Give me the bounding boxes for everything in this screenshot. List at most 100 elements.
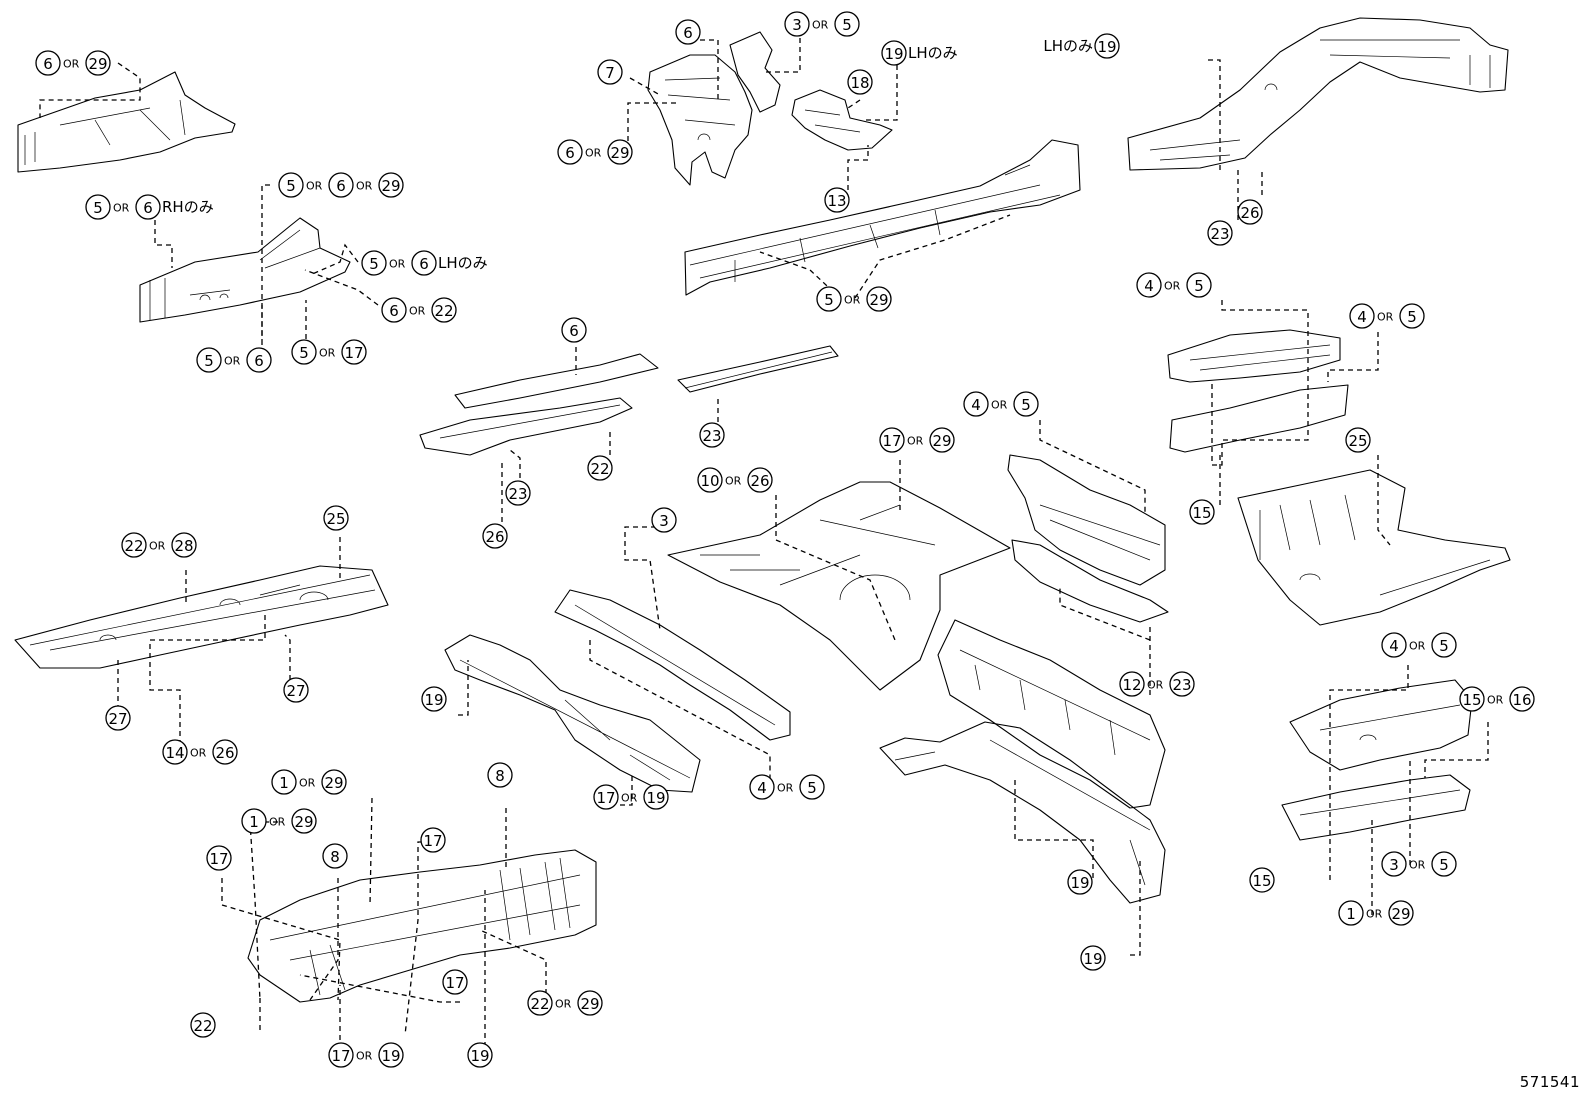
callout-number: 1 [249, 813, 259, 831]
callout-or-text: OR [113, 202, 130, 215]
rear-floor-side-member [444, 634, 701, 793]
callout-or-text: OR [1164, 280, 1181, 293]
callout-number: 6 [419, 255, 429, 273]
callout-number: 5 [1021, 396, 1031, 414]
rear-floor-crossmember [937, 619, 1166, 809]
callout-circle [420, 827, 446, 853]
floor-side-bracket [791, 89, 893, 151]
callout-or-text: OR [319, 347, 336, 360]
callout-circle [482, 523, 508, 549]
callout-or-text: OR [585, 147, 602, 160]
callout: 7 [597, 59, 623, 85]
callout-circle [378, 1042, 404, 1068]
callout-circle [1094, 33, 1120, 59]
callout-number: 17 [445, 974, 464, 992]
callout: 25 [1345, 427, 1371, 453]
callout-circle [824, 187, 850, 213]
callout-number: 26 [485, 528, 504, 546]
callout-number: 27 [108, 710, 127, 728]
rear-crossmember-upper [1167, 329, 1341, 383]
callout-note: RHのみ [162, 198, 214, 216]
callout-number: 26 [1240, 204, 1259, 222]
callout-circle [527, 990, 553, 1016]
callout: 23 [1207, 220, 1233, 246]
floor-panel-reinforcement-lower [419, 397, 633, 456]
callout-number: 26 [750, 472, 769, 490]
callout-circle [431, 297, 457, 323]
callout-note: LHのみ [908, 44, 958, 62]
callout: 6 [675, 19, 701, 45]
callout-circle [212, 739, 238, 765]
callout-circle [577, 990, 603, 1016]
callout-or-text: OR [777, 782, 794, 795]
callout-circle [135, 194, 161, 220]
callout-circle [1381, 851, 1407, 877]
callout-number: 12 [1122, 676, 1141, 694]
callout-number: 13 [827, 192, 846, 210]
callout-circle [557, 139, 583, 165]
callout-number: 29 [932, 432, 951, 450]
callout-circle [322, 843, 348, 869]
callout: 19 [1067, 869, 1093, 895]
callout-circle [643, 784, 669, 810]
callout-circle [442, 969, 468, 995]
callout-circle [328, 1042, 354, 1068]
callout-circle [675, 19, 701, 45]
callout-circle [283, 677, 309, 703]
callout-number: 15 [1192, 504, 1211, 522]
callout-number: 23 [508, 485, 527, 503]
callout-circle [487, 762, 513, 788]
callout-number: 19 [470, 1047, 489, 1065]
callout-note: LHのみ [438, 254, 488, 272]
callout-circle [1349, 303, 1375, 329]
callout-or-text: OR [356, 180, 373, 193]
callout-circle [1136, 272, 1162, 298]
callout-number: 29 [869, 291, 888, 309]
rocker-panel [684, 139, 1081, 296]
callout-or-text: OR [409, 305, 426, 318]
callout-number: 19 [884, 45, 903, 63]
callout-circle [467, 1042, 493, 1068]
callout-number: 19 [381, 1047, 400, 1065]
callout-circle [593, 784, 619, 810]
callout-circle [651, 507, 677, 533]
callout-circle [879, 427, 905, 453]
callout-number: 5 [1407, 308, 1417, 326]
callout: 23 [505, 480, 531, 506]
callout-number: 19 [1070, 874, 1089, 892]
callout-circle [171, 532, 197, 558]
callout-number: 5 [299, 344, 309, 362]
callout-circle [1237, 199, 1263, 225]
callout-or-text: OR [812, 19, 829, 32]
callout-number: 5 [1194, 277, 1204, 295]
callout-or-text: OR [991, 399, 1008, 412]
callout-number: 22 [434, 302, 453, 320]
callout-number: 23 [702, 427, 721, 445]
callout-number: 8 [495, 767, 505, 785]
callout-circle [1207, 220, 1233, 246]
rear-wheelhouse-extension [1007, 454, 1166, 586]
callout-circle [85, 50, 111, 76]
callout: 17 [442, 969, 468, 995]
callout-circle [1186, 272, 1212, 298]
callout-number: 5 [204, 352, 214, 370]
callout: 25 [323, 505, 349, 531]
leader-lines [39, 38, 1489, 1065]
rear-floor-assembly [247, 849, 597, 1003]
callout-number: 29 [580, 995, 599, 1013]
callout-number: 27 [286, 682, 305, 700]
callout-circle [929, 427, 955, 453]
callout-or-text: OR [1377, 311, 1394, 324]
callout-number: 10 [700, 472, 719, 490]
callout-or-text: OR [63, 58, 80, 71]
callout-circle [561, 317, 587, 343]
